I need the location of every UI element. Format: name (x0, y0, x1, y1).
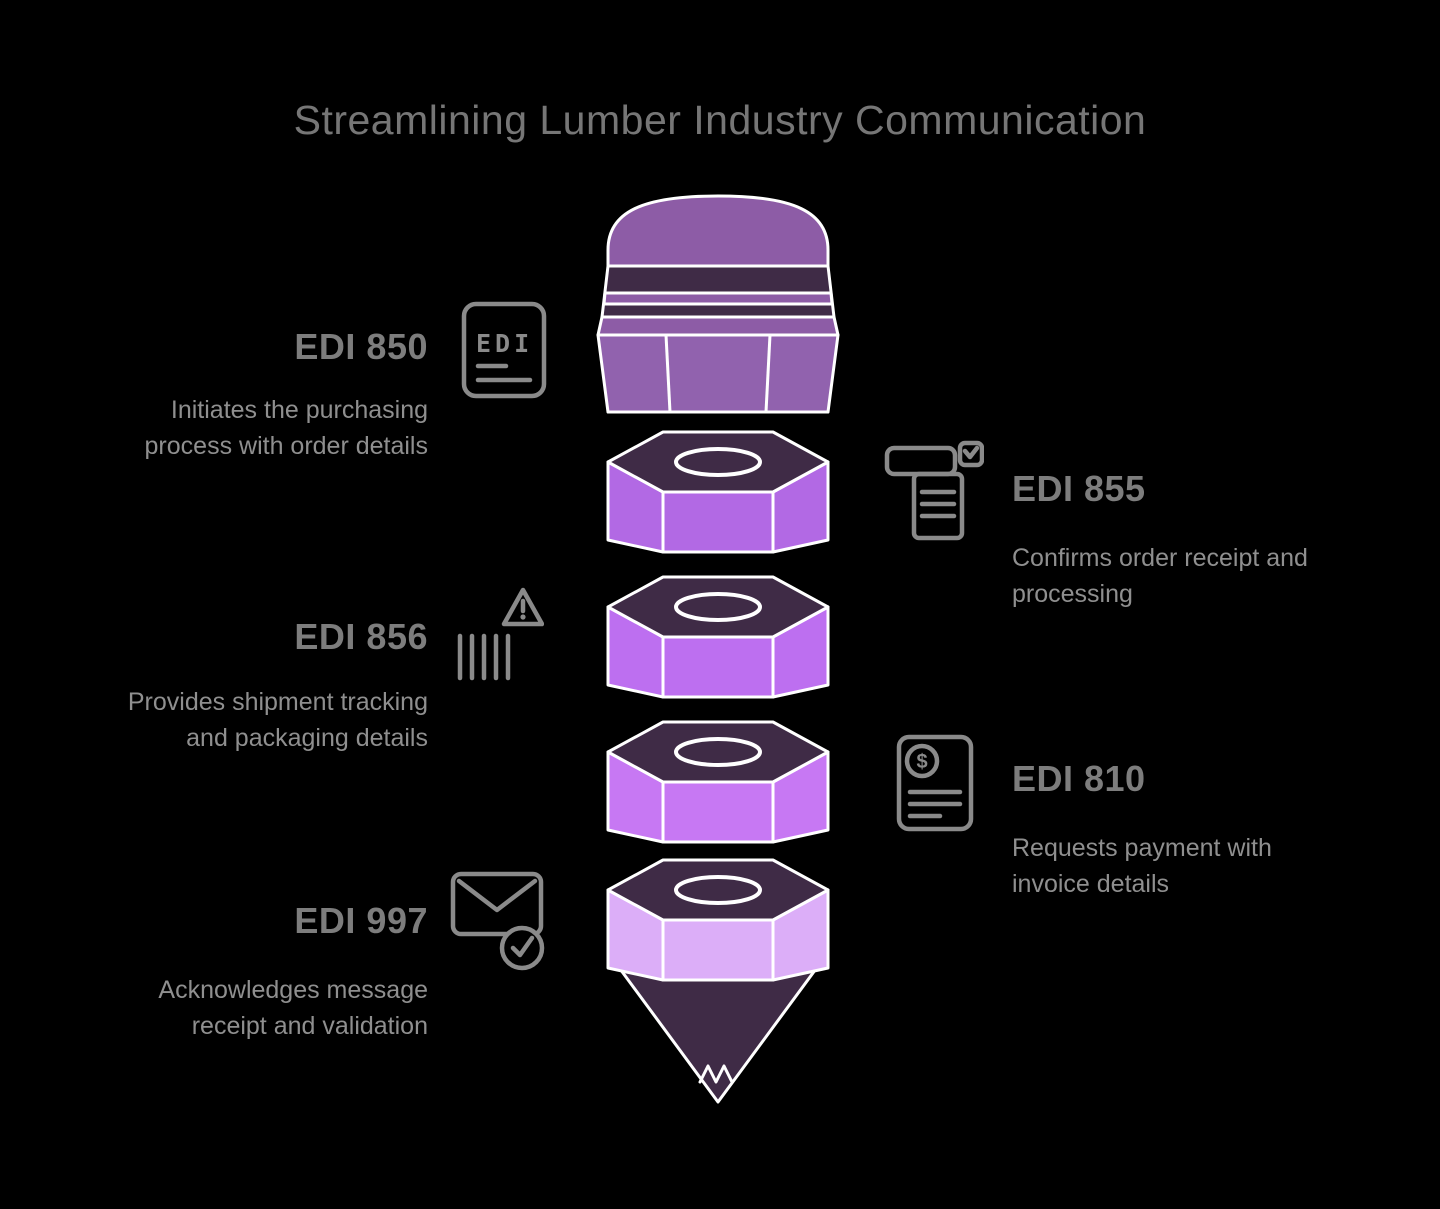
edi-856-heading: EDI 856 (294, 616, 428, 657)
edi-850-description: Initiates the purchasing process with or… (144, 396, 428, 461)
nut-4-shape (606, 858, 830, 982)
dollar-sign-label: $ (916, 751, 927, 773)
page-title: Streamlining Lumber Industry Communicati… (293, 97, 1147, 143)
invoice-dollar-icon: $ (896, 734, 974, 832)
edi-810-heading: EDI 810 (1012, 758, 1146, 799)
edi-document-icon: EDI (461, 301, 547, 399)
nut-1-shape (606, 430, 830, 554)
nut-3-shape (606, 720, 830, 844)
barcode-warning-icon (457, 587, 544, 681)
edi-997-heading: EDI 997 (294, 900, 428, 941)
pencil-top-shape (596, 194, 840, 414)
edi-855-description: Confirms order receipt and processing (1012, 544, 1308, 609)
tip-chip-mark (698, 1064, 734, 1084)
edi-850-heading: EDI 850 (294, 326, 428, 367)
edi-doc-label: EDI (476, 329, 533, 358)
edi-810-description: Requests payment with invoice details (1012, 834, 1272, 899)
nut-2-shape (606, 575, 830, 699)
envelope-check-icon (450, 871, 545, 971)
edi-856-description: Provides shipment tracking and packaging… (127, 688, 428, 753)
order-confirmation-icon (884, 440, 984, 541)
edi-997-description: Acknowledges message receipt and validat… (158, 976, 428, 1041)
edi-855-heading: EDI 855 (1012, 468, 1146, 509)
